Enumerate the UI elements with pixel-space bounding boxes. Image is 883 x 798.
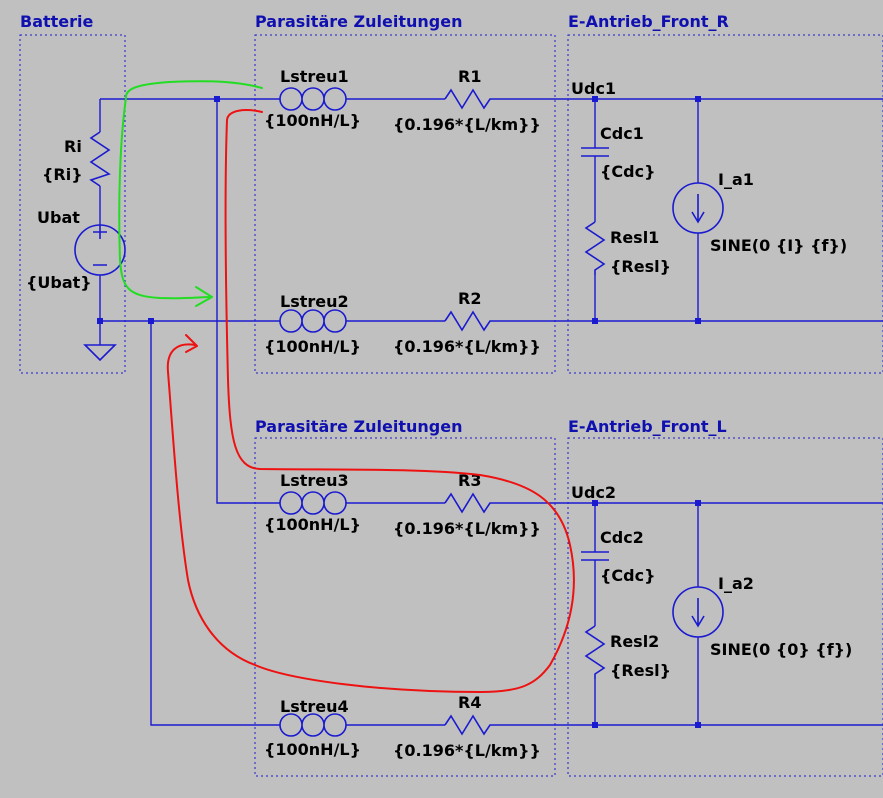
antrieb-r-title: E-Antrieb_Front_R bbox=[568, 12, 729, 31]
green-current-path-annotation bbox=[118, 80, 263, 307]
r3-value: {0.196*{L/km}} bbox=[393, 519, 541, 538]
r1-name: R1 bbox=[458, 67, 481, 86]
lstreu1-inductor-icon bbox=[279, 87, 347, 111]
resl2-name: Resl2 bbox=[610, 632, 659, 651]
wires bbox=[99, 98, 883, 726]
junction-dots bbox=[97, 96, 701, 728]
lstreu3-name: Lstreu3 bbox=[280, 471, 349, 490]
ri-name: Ri bbox=[64, 137, 82, 156]
zuleitungen-bottom-title: Parasitäre Zuleitungen bbox=[255, 417, 462, 436]
resl1-name: Resl1 bbox=[610, 228, 659, 247]
lstreu4-name: Lstreu4 bbox=[280, 697, 349, 716]
cdc2-value: {Cdc} bbox=[600, 566, 655, 585]
zuleitungen-bottom-frame bbox=[254, 437, 556, 777]
red-current-path-annotation bbox=[166, 109, 575, 693]
ubat-name: Ubat bbox=[37, 208, 80, 227]
r1-value: {0.196*{L/km}} bbox=[393, 115, 541, 134]
ubat-value: {Ubat} bbox=[26, 273, 92, 292]
ri-resistor-icon bbox=[89, 131, 111, 187]
i-a2-name: I_a2 bbox=[718, 574, 754, 593]
net-udc1: Udc1 bbox=[571, 79, 616, 98]
r2-value: {0.196*{L/km}} bbox=[393, 337, 541, 356]
net-udc2: Udc2 bbox=[571, 483, 616, 502]
lstreu2-name: Lstreu2 bbox=[280, 292, 349, 311]
resl2-value: {Resl} bbox=[610, 661, 671, 680]
i-a1-current-source-icon bbox=[672, 182, 724, 234]
r4-value: {0.196*{L/km}} bbox=[393, 741, 541, 760]
ubat-voltage-source-icon bbox=[74, 224, 126, 276]
resl2-resistor-icon bbox=[584, 625, 606, 679]
batterie-title: Batterie bbox=[20, 12, 94, 31]
cdc1-capacitor-icon bbox=[581, 147, 609, 157]
batterie-block-frame bbox=[19, 34, 126, 374]
lstreu2-value: {100nH/L} bbox=[264, 337, 361, 356]
antrieb-l-title: E-Antrieb_Front_L bbox=[568, 417, 727, 436]
i-a2-value: SINE(0 {0} {f}) bbox=[710, 640, 852, 659]
lstreu4-value: {100nH/L} bbox=[264, 740, 361, 759]
zuleitungen-top-frame bbox=[254, 34, 556, 374]
r2-name: R2 bbox=[458, 289, 481, 308]
cdc1-value: {Cdc} bbox=[600, 162, 655, 181]
i-a2-current-source-icon bbox=[672, 586, 724, 638]
cdc2-name: Cdc2 bbox=[600, 528, 644, 547]
r4-name: R4 bbox=[458, 693, 481, 712]
lstreu2-inductor-icon bbox=[279, 309, 347, 333]
r4-resistor-icon bbox=[444, 714, 495, 736]
ground-icon bbox=[83, 344, 117, 362]
cdc2-capacitor-icon bbox=[581, 551, 609, 561]
lstreu4-inductor-icon bbox=[279, 713, 347, 737]
zuleitungen-top-title: Parasitäre Zuleitungen bbox=[255, 12, 462, 31]
lstreu1-value: {100nH/L} bbox=[264, 111, 361, 130]
resl1-value: {Resl} bbox=[610, 257, 671, 276]
antrieb-r-frame bbox=[567, 34, 883, 374]
ri-value: {Ri} bbox=[42, 165, 83, 184]
lstreu3-value: {100nH/L} bbox=[264, 515, 361, 534]
r3-resistor-icon bbox=[444, 492, 495, 514]
lstreu1-name: Lstreu1 bbox=[280, 67, 349, 86]
r2-resistor-icon bbox=[444, 310, 495, 332]
i-a1-name: I_a1 bbox=[718, 170, 754, 189]
resl1-resistor-icon bbox=[584, 221, 606, 275]
r3-name: R3 bbox=[458, 471, 481, 490]
antrieb-l-frame bbox=[567, 437, 883, 777]
i-a1-value: SINE(0 {I} {f}) bbox=[710, 236, 847, 255]
r1-resistor-icon bbox=[444, 88, 495, 110]
cdc1-name: Cdc1 bbox=[600, 124, 644, 143]
lstreu3-inductor-icon bbox=[279, 491, 347, 515]
